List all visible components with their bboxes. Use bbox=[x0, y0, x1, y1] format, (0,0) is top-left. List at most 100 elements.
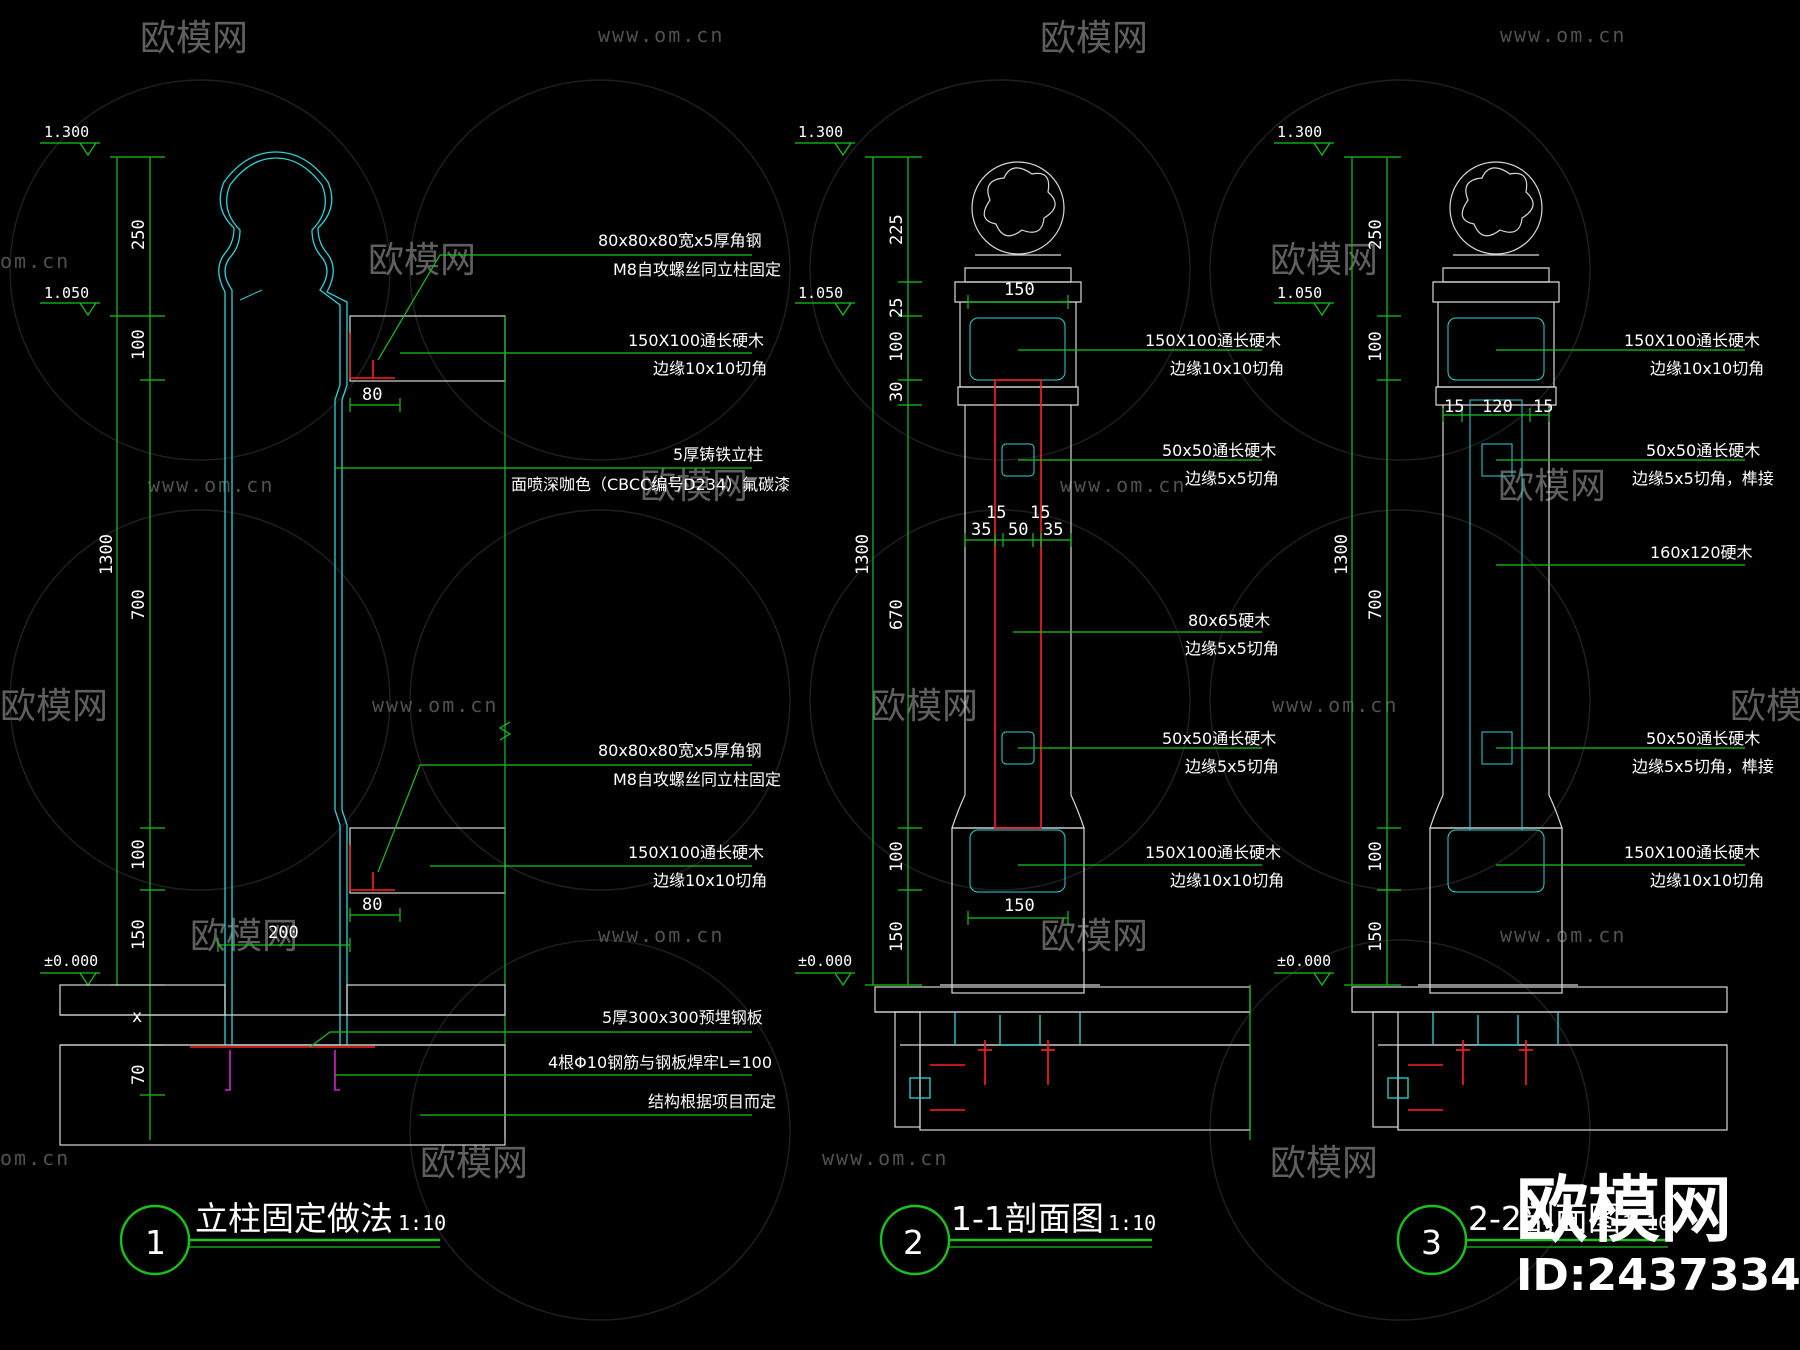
dimension-chain: 1300 250 100 700 100 150 x 70 bbox=[97, 156, 165, 1140]
label-angle2-a: 80x80x80宽x5厚角钢 bbox=[598, 741, 762, 760]
dim-d: 100 bbox=[1366, 841, 1386, 872]
label-wood2-a: 50x50通长硬木 bbox=[1162, 729, 1276, 748]
dim-g: 150 bbox=[887, 921, 907, 952]
label-rail2-a: 150X100通长硬木 bbox=[1145, 843, 1281, 862]
watermark-brand: 欧模网 bbox=[368, 240, 476, 281]
cast-iron-post bbox=[218, 151, 348, 1046]
post-section: 150 150 15 15 35 50 35 bbox=[940, 161, 1100, 994]
label-wood1-a: 50x50通长硬木 bbox=[1646, 441, 1760, 460]
label-rail1-b: 边缘10x10切角 bbox=[653, 359, 767, 378]
label-angle1-a: 80x80x80宽x5厚角钢 bbox=[598, 231, 762, 250]
watermark-brand: 欧模网 bbox=[1040, 916, 1148, 957]
dim-b: 100 bbox=[1366, 331, 1386, 362]
label-wood2-b: 边缘5x5切角，榫接 bbox=[1632, 757, 1774, 776]
watermark-brand: 欧模网 bbox=[420, 1143, 528, 1184]
elevation-mid: 1.050 bbox=[44, 284, 89, 302]
floor-slab bbox=[59, 984, 506, 1146]
label-angle1-b: M8自攻螺丝同立柱固定 bbox=[613, 260, 781, 279]
view-title: 立柱固定做法 bbox=[195, 1199, 393, 1238]
view-2-section-1-1: 1.300 1.050 ±0.000 1300 225 25 100 30 bbox=[795, 123, 1284, 1276]
view-scale: 1:10 bbox=[1108, 1211, 1156, 1235]
watermark-url: www.om.cn bbox=[1500, 923, 1626, 947]
dim-w150-top: 150 bbox=[1004, 280, 1035, 300]
dim-w150-bottom: 150 bbox=[1004, 896, 1035, 916]
embedded-steel-plate bbox=[190, 1046, 375, 1091]
elevation-zero: ±0.000 bbox=[1277, 952, 1331, 970]
watermark-brand: 欧模网 bbox=[190, 916, 298, 957]
elevation-top: 1.300 bbox=[44, 123, 89, 141]
view-scale: 1:10 bbox=[1622, 1211, 1670, 1235]
label-rail2-b: 边缘10x10切角 bbox=[1650, 871, 1764, 890]
view-title-3: 3 2-2剖面图 1:10 bbox=[1396, 1199, 1670, 1276]
dim-a: 225 bbox=[887, 214, 907, 245]
watermark-brand: 欧模网 bbox=[1270, 1143, 1378, 1184]
watermark-url-partial: om.cn bbox=[0, 1146, 70, 1170]
watermark-url: www.om.cn bbox=[598, 923, 724, 947]
view-title-2: 2 1-1剖面图 1:10 bbox=[879, 1199, 1156, 1276]
label-wood1-b: 边缘5x5切角，榫接 bbox=[1632, 469, 1774, 488]
dim-g: 70 bbox=[129, 1065, 149, 1085]
label-rail1-b: 边缘10x10切角 bbox=[1650, 359, 1764, 378]
dim-f: x bbox=[132, 1007, 142, 1027]
dim-total: 1300 bbox=[97, 534, 117, 575]
dim-a: 250 bbox=[129, 219, 149, 250]
dim-s15a: 15 bbox=[986, 503, 1006, 523]
watermark-url-partial: om.cn bbox=[0, 249, 70, 273]
watermark-brand: 欧模网 bbox=[870, 686, 978, 727]
view-title-1: 1 立柱固定做法 1:10 bbox=[119, 1199, 446, 1276]
dim-w80-upper: 80 bbox=[362, 385, 382, 405]
elevation-mid: 1.050 bbox=[798, 284, 843, 302]
view-title: 1-1剖面图 bbox=[951, 1199, 1104, 1238]
label-wood2-a: 50x50通长硬木 bbox=[1646, 729, 1760, 748]
floor-foundation bbox=[1351, 986, 1728, 1131]
dim-c: 700 bbox=[129, 589, 149, 620]
label-body: 160x120硬木 bbox=[1650, 543, 1753, 562]
dim-c: 700 bbox=[1366, 589, 1386, 620]
watermark-url: www.om.cn bbox=[1272, 693, 1398, 717]
view-number: 3 bbox=[1421, 1223, 1442, 1262]
dim-d: 30 bbox=[887, 382, 907, 402]
dim-w80-lower: 80 bbox=[362, 895, 382, 915]
view-1-post-fixing: 1.300 1.050 ±0.000 1300 250 100 700 1 bbox=[40, 123, 790, 1276]
watermark-brand: 欧模网 bbox=[1730, 686, 1800, 727]
view-3-section-2-2: 1.300 1.050 ±0.000 1300 250 100 700 100 … bbox=[1274, 123, 1774, 1276]
dim-b: 25 bbox=[887, 298, 907, 318]
watermark-url: www.om.cn bbox=[1060, 473, 1186, 497]
view-title: 2-2剖面图 bbox=[1468, 1199, 1621, 1238]
label-rail1-a: 150X100通长硬木 bbox=[628, 331, 764, 350]
label-rail2-b: 边缘10x10切角 bbox=[1170, 871, 1284, 890]
dim-s35a: 35 bbox=[971, 520, 991, 540]
label-wood2-b: 边缘5x5切角 bbox=[1185, 757, 1279, 776]
watermark-brand: 欧模网 bbox=[140, 18, 248, 59]
label-rebar: 4根Φ10钢筋与钢板焊牢L=100 bbox=[548, 1053, 772, 1072]
brand-overlay: 欧模网 ID:2437334 bbox=[1516, 1168, 1800, 1301]
label-wood1-b: 边缘5x5切角 bbox=[1185, 469, 1279, 488]
view-number: 1 bbox=[145, 1223, 166, 1262]
label-wood1-a: 50x50通长硬木 bbox=[1162, 441, 1276, 460]
label-rail1-a: 150X100通长硬木 bbox=[1145, 331, 1281, 350]
dim-f: 100 bbox=[887, 841, 907, 872]
label-rail2-a: 150X100通长硬木 bbox=[628, 843, 764, 862]
dim-s15b: 15 bbox=[1533, 397, 1553, 417]
dim-e: 150 bbox=[1366, 921, 1386, 952]
post-section: 15 120 15 bbox=[1418, 161, 1578, 994]
watermark-url: www.om.cn bbox=[598, 23, 724, 47]
label-post-a: 5厚铸铁立柱 bbox=[673, 445, 763, 464]
dim-s120: 120 bbox=[1482, 397, 1513, 417]
label-plate: 5厚300x300预埋钢板 bbox=[602, 1008, 763, 1027]
label-rail2-b: 边缘10x10切角 bbox=[653, 871, 767, 890]
watermark-brand: 欧模网 bbox=[640, 466, 748, 507]
floor-foundation bbox=[874, 986, 1251, 1131]
watermark-url: www.om.cn bbox=[372, 693, 498, 717]
callouts-view-3: 150X100通长硬木 边缘10x10切角 50x50通长硬木 边缘5x5切角，… bbox=[1624, 331, 1774, 890]
watermark-brand: 欧模网 bbox=[1498, 466, 1606, 507]
elevation-mid: 1.050 bbox=[1277, 284, 1322, 302]
watermark-url: www.om.cn bbox=[822, 1146, 948, 1170]
watermark-url: www.om.cn bbox=[148, 473, 274, 497]
handrail-lower bbox=[349, 827, 506, 894]
label-rail1-b: 边缘10x10切角 bbox=[1170, 359, 1284, 378]
callouts-view-2: 150X100通长硬木 边缘10x10切角 50x50通长硬木 边缘5x5切角 … bbox=[1145, 331, 1284, 890]
watermark-brand: 欧模网 bbox=[1270, 240, 1378, 281]
dim-s35b: 35 bbox=[1043, 520, 1063, 540]
elevation-marks: 1.300 1.050 ±0.000 bbox=[1274, 123, 1334, 987]
